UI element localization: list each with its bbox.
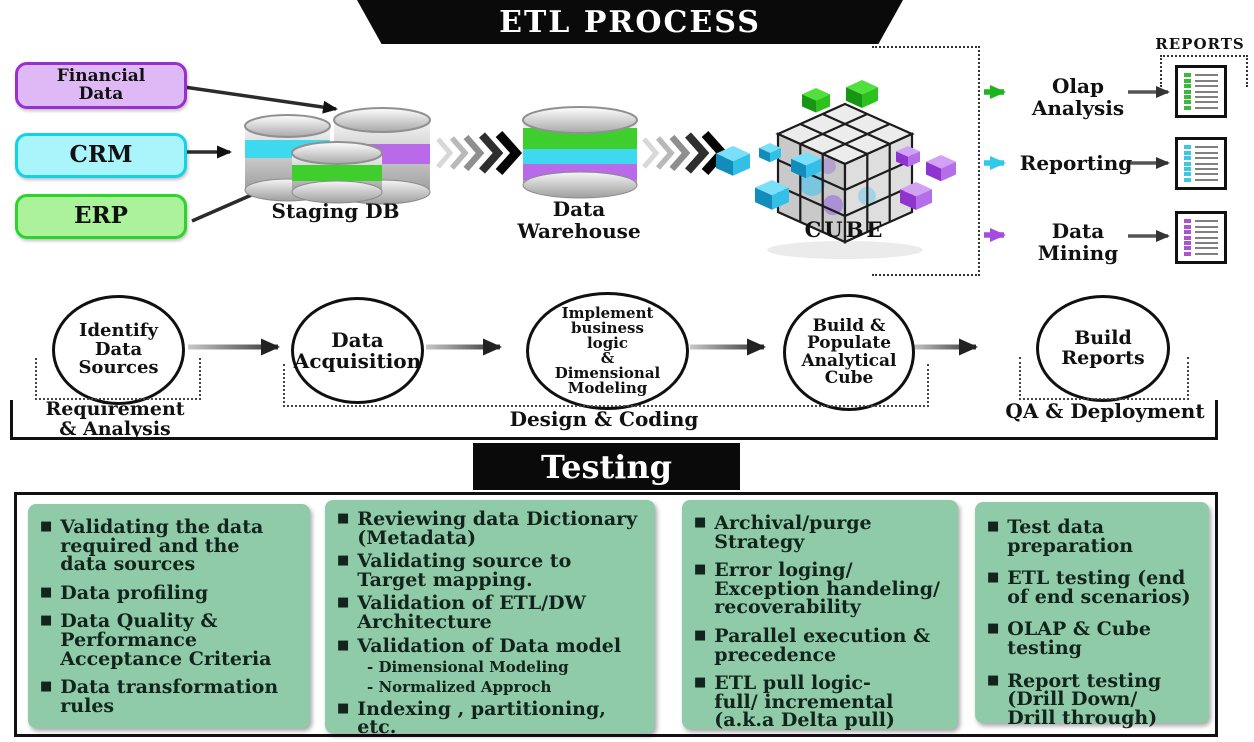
staging-db-icon	[244, 107, 431, 205]
chevron-flow-icon-2	[644, 134, 722, 172]
report-document-icon	[1175, 65, 1227, 118]
bullet-icon: ■	[987, 570, 1000, 586]
list-item: ■Archival/purge Strategy	[694, 512, 872, 553]
source-label: CRM	[69, 141, 133, 169]
bullet-icon: ■	[337, 553, 350, 569]
data-mining-label: Data Mining	[1037, 219, 1119, 265]
phase-implement-business-logic: Implement business logic & Dimensional M…	[526, 292, 689, 410]
bullet-icon: ■	[40, 519, 53, 534]
testing-banner: Testing	[473, 443, 740, 490]
bullet-icon: ■	[694, 675, 707, 691]
bullet-icon: ■	[987, 621, 1000, 637]
olap-analysis-label: Olap Analysis	[1031, 74, 1125, 120]
phase-build-populate-cube: Build & Populate Analytical Cube	[783, 294, 915, 411]
bullet-icon: ■	[694, 562, 707, 578]
bullet-icon: ■	[40, 679, 53, 695]
list-subitem: - Normalized Approch	[367, 677, 552, 696]
list-item: ■Data Quality & Performance Acceptance C…	[40, 610, 272, 670]
bullet-icon: ■	[337, 700, 350, 716]
bullet-icon: ■	[40, 584, 53, 600]
testing-title: Testing	[540, 447, 673, 486]
section-divider-end	[1215, 400, 1218, 440]
testing-box-4: ■Test data preparation ■ETL testing (end…	[975, 502, 1209, 727]
list-item: ■OLAP & Cube testing	[987, 618, 1151, 660]
page-title: ETL PROCESS	[499, 4, 761, 40]
design-coding-bracket	[283, 364, 929, 407]
list-item: ■ETL testing (end of end scenarios)	[987, 567, 1191, 608]
bullet-icon: ■	[40, 613, 53, 629]
source-box-crm: CRM	[15, 133, 187, 178]
list-item: ■Validating the data required and the da…	[40, 516, 264, 576]
report-document-icon	[1175, 137, 1227, 190]
bullet-icon: ■	[694, 515, 707, 530]
bullet-icon: ■	[337, 595, 350, 611]
data-warehouse-label: Data Warehouse	[517, 197, 641, 243]
phase-data-acquisition: Data Acquisition	[291, 297, 424, 404]
testing-box-2: ■Reviewing data Dictionary (Metadata) ■V…	[325, 500, 655, 737]
output-arrows	[984, 85, 1006, 242]
list-item: ■Validating source to Target mapping.	[337, 550, 572, 591]
reports-bracket	[1160, 55, 1248, 87]
source-box-financial-data: Financial Data	[15, 62, 187, 109]
phase-build-reports: Build Reports	[1036, 295, 1170, 402]
list-item: ■Data transformation rules	[40, 676, 279, 717]
bullet-icon: ■	[987, 519, 1000, 534]
list-item: ■Indexing , partitioning, etc.	[337, 697, 606, 739]
testing-box-1: ■Validating the data required and the da…	[28, 504, 310, 728]
list-subitem: - Dimensional Modeling	[367, 658, 569, 677]
source-label: ERP	[74, 202, 128, 230]
group-requirement-analysis: Requirement & Analysis	[45, 398, 185, 440]
bullet-icon: ■	[337, 637, 350, 653]
list-item: ■Reviewing data Dictionary (Metadata)	[337, 508, 638, 549]
list-item: ■Parallel execution & precedence	[694, 625, 931, 666]
group-qa-deployment: QA & Deployment	[1005, 399, 1205, 423]
chevron-flow-icon	[436, 130, 523, 176]
title-banner: ETL PROCESS	[357, 0, 903, 44]
group-design-coding: Design & Coding	[509, 407, 699, 431]
list-item: ■Validation of Data model	[337, 634, 622, 657]
qa-deployment-bracket	[1019, 357, 1189, 400]
section-divider-end	[10, 400, 13, 440]
bullet-icon: ■	[694, 628, 707, 644]
list-item: ■Data profiling	[40, 581, 209, 604]
staging-db-label: Staging DB	[271, 199, 400, 223]
list-item: ■Report testing (Drill Down/ Drill throu…	[987, 669, 1162, 729]
source-box-erp: ERP	[15, 194, 187, 239]
list-item: ■Error loging/ Exception handeling/ reco…	[694, 559, 940, 619]
bullet-icon: ■	[987, 672, 1000, 688]
requirement-analysis-bracket	[35, 358, 201, 400]
reporting-label: Reporting	[1019, 151, 1133, 175]
cube-output-bracket	[872, 46, 980, 276]
reports-label: REPORTS	[1155, 35, 1245, 53]
warehouse-icon	[522, 106, 638, 199]
bullet-icon: ■	[337, 511, 350, 526]
list-item: ■ETL pull logic- full/ incremental (a.k.…	[694, 672, 895, 732]
report-document-icon	[1175, 211, 1227, 264]
source-label: Financial Data	[56, 65, 146, 104]
list-item: ■Test data preparation	[987, 516, 1134, 557]
list-item: ■Validation of ETL/DW Architecture	[337, 592, 586, 634]
phase-identify-data-sources: Identify Data Sources	[52, 295, 185, 405]
section-divider	[10, 437, 1218, 440]
testing-box-3: ■Archival/purge Strategy ■Error loging/ …	[682, 500, 958, 732]
